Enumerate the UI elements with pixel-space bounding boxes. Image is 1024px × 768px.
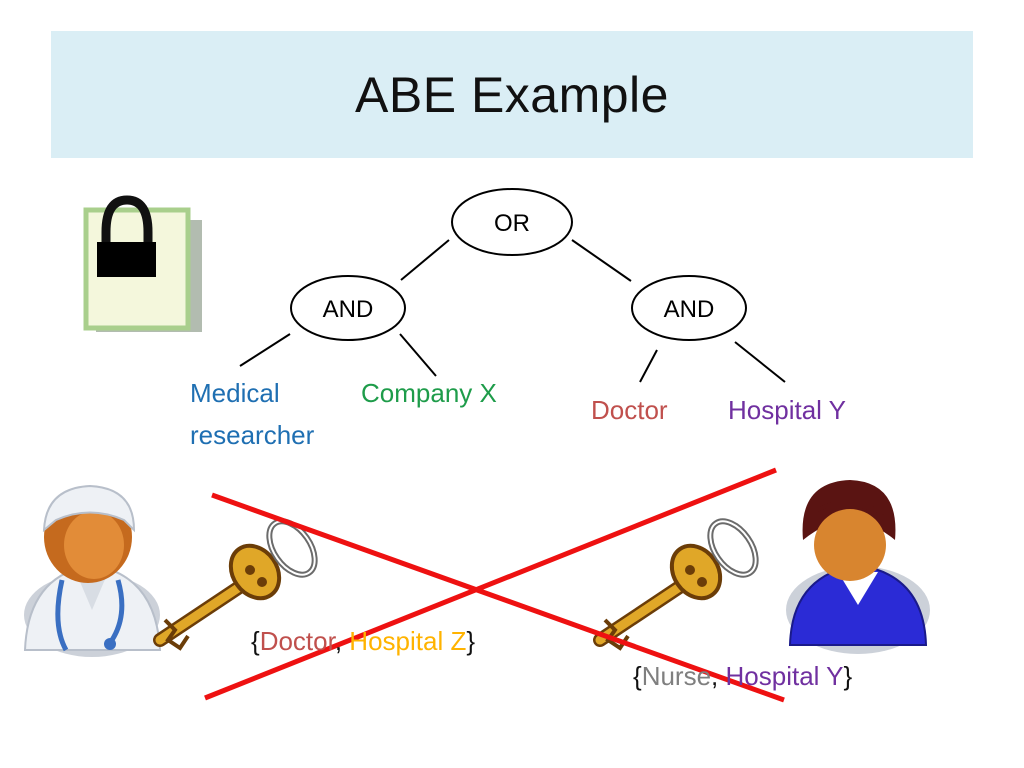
set-open-brace: { bbox=[251, 626, 260, 656]
edge-left-medical bbox=[239, 333, 291, 367]
key-icon bbox=[593, 518, 759, 651]
set-attr-hospital-z: Hospital Z bbox=[349, 626, 467, 656]
node-and-right: AND bbox=[631, 275, 747, 341]
cross-line-1 bbox=[211, 492, 785, 703]
edge-right-doctor bbox=[639, 349, 658, 383]
set-separator: , bbox=[334, 626, 350, 656]
set-close-brace: } bbox=[843, 661, 853, 691]
slide-title: ABE Example bbox=[355, 66, 669, 123]
doctor-key-attribute-set: {Doctor, Hospital Z} bbox=[251, 625, 475, 657]
leaf-medical-line2: researcher bbox=[190, 420, 315, 450]
node-and-left-label: AND bbox=[323, 296, 374, 323]
node-and-right-label: AND bbox=[664, 296, 715, 323]
padlock-document-icon bbox=[83, 195, 202, 332]
node-or: OR bbox=[451, 188, 573, 256]
cross-line-2 bbox=[204, 467, 777, 701]
set-attr-hospital-y: Hospital Y bbox=[725, 661, 844, 691]
set-separator: , bbox=[711, 661, 726, 691]
nurse-key-attribute-set: {Nurse, Hospital Y} bbox=[633, 660, 852, 692]
set-attr-nurse: Nurse bbox=[641, 661, 712, 691]
leaf-company-x: Company X bbox=[361, 378, 497, 408]
key-icon bbox=[153, 518, 318, 651]
edge-or-right bbox=[571, 239, 632, 282]
edge-left-company bbox=[399, 333, 437, 377]
node-or-label: OR bbox=[494, 210, 530, 237]
female-user-icon bbox=[786, 480, 930, 654]
edge-right-hospital bbox=[734, 341, 786, 383]
edge-or-left bbox=[400, 239, 450, 281]
node-and-left: AND bbox=[290, 275, 406, 341]
set-close-brace: } bbox=[466, 626, 476, 656]
leaf-medical-researcher: Medical researcher bbox=[190, 377, 314, 451]
leaf-medical-line1: Medical bbox=[190, 378, 280, 408]
leaf-hospital-y: Hospital Y bbox=[728, 395, 847, 425]
doctor-user-icon bbox=[23, 484, 162, 657]
title-bar: ABE Example bbox=[51, 31, 973, 158]
leaf-doctor: Doctor bbox=[591, 395, 668, 425]
set-attr-doctor: Doctor bbox=[259, 626, 335, 656]
set-open-brace: { bbox=[633, 661, 642, 691]
